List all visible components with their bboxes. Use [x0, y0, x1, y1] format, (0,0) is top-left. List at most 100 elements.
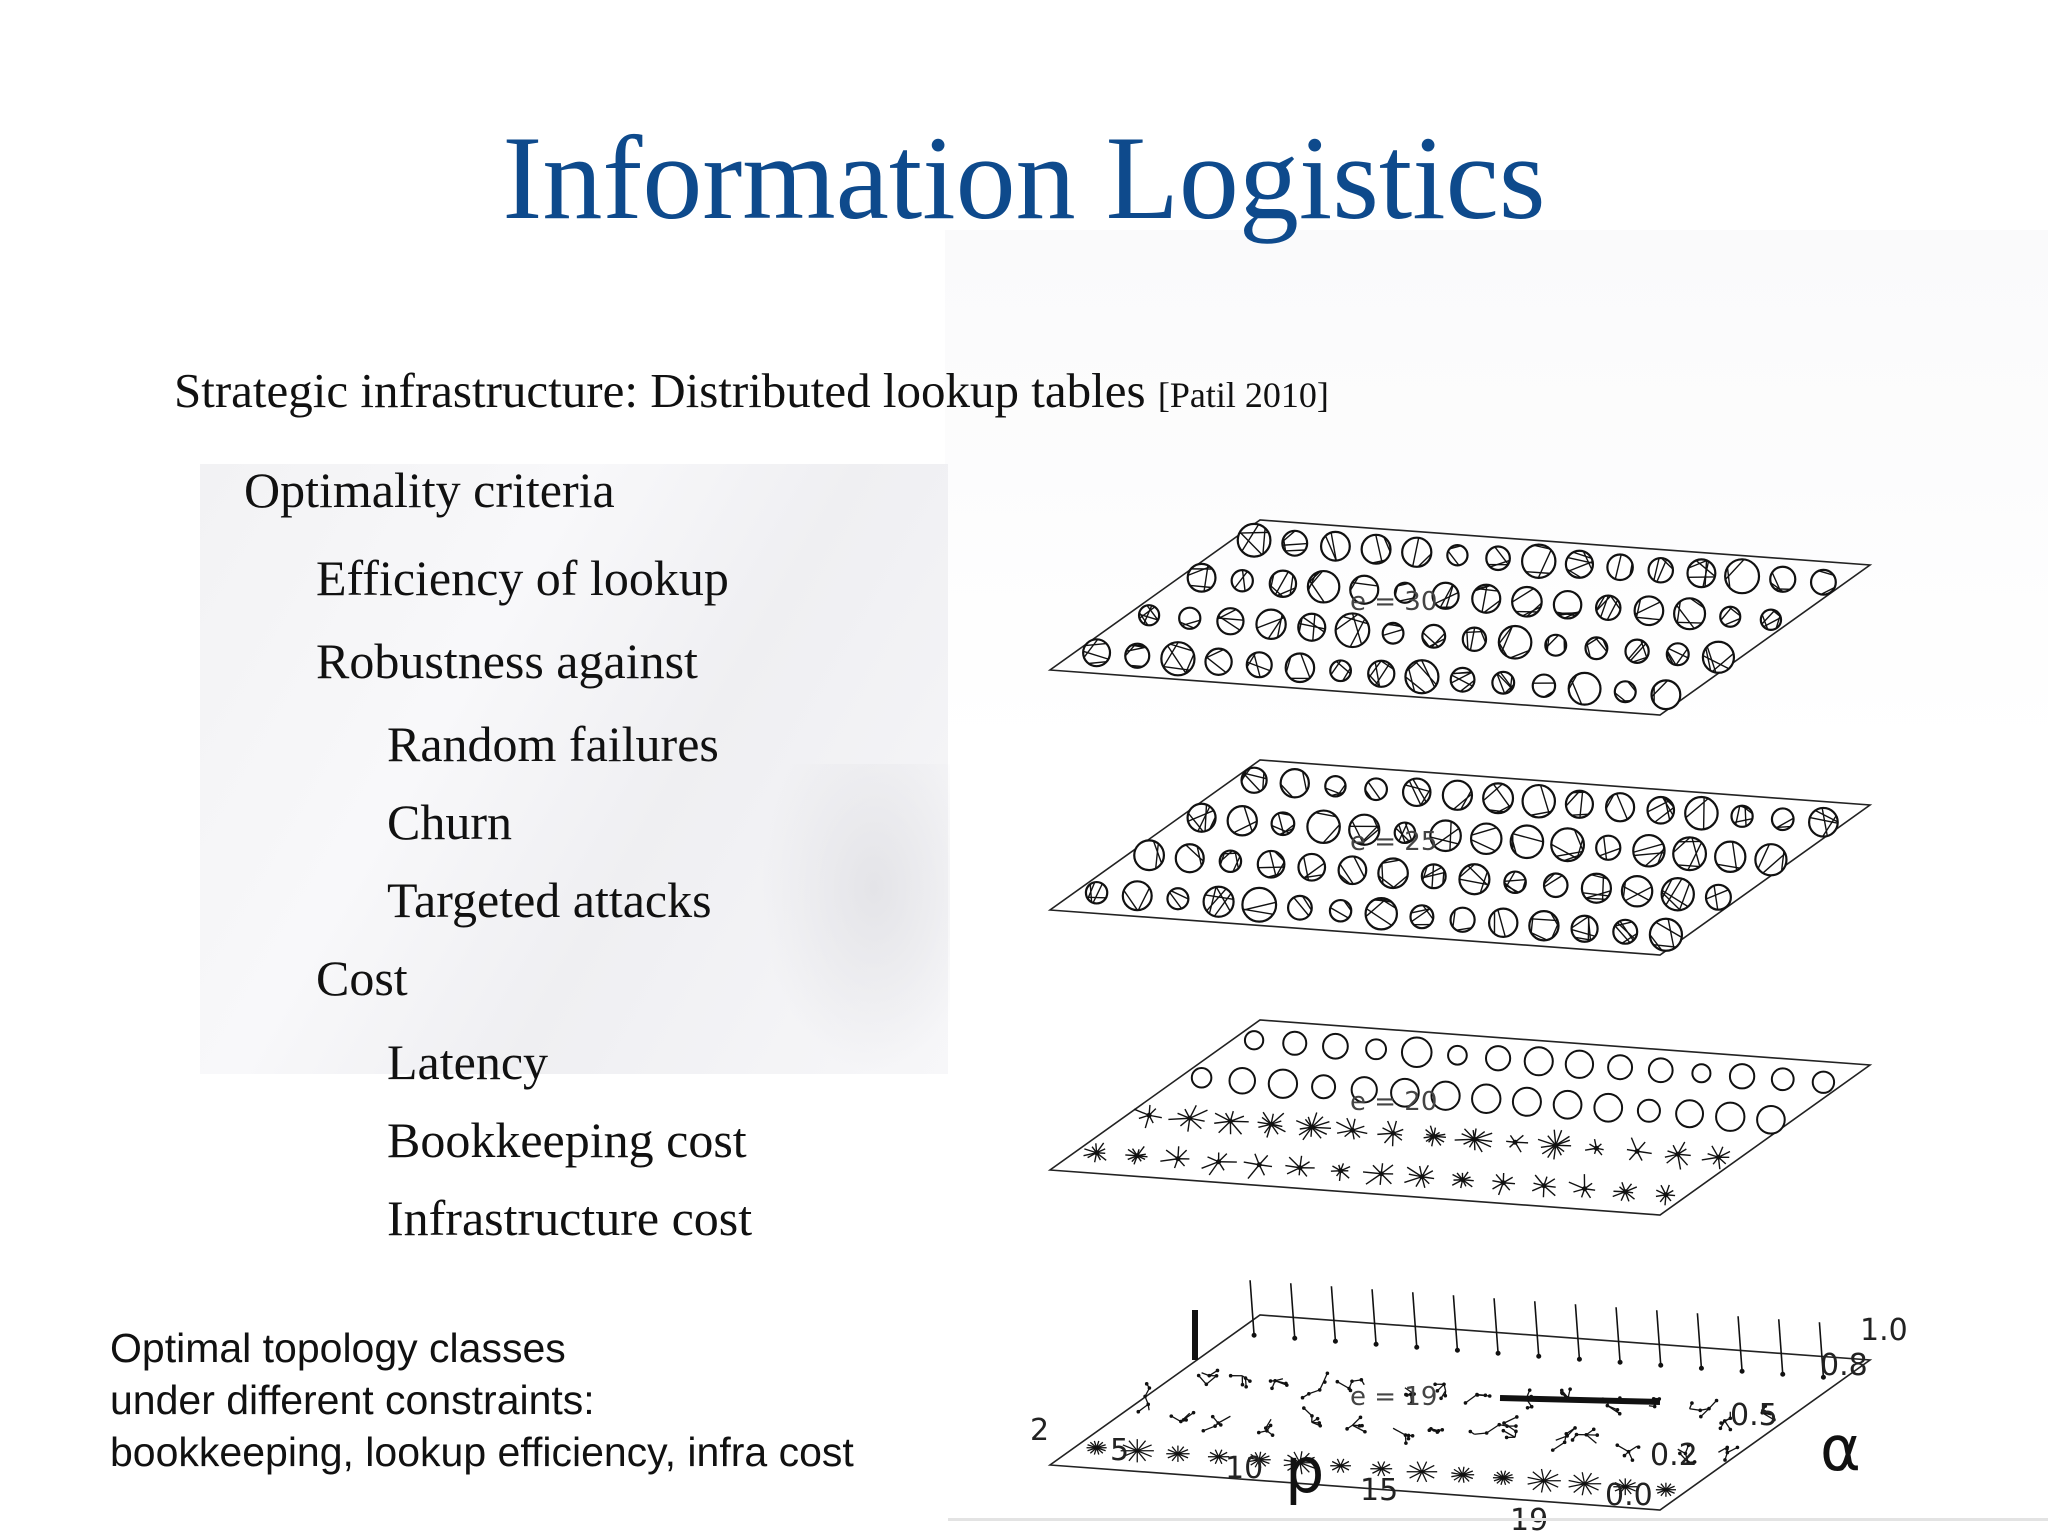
node-cluster — [1255, 608, 1287, 640]
node-cluster — [1714, 840, 1747, 873]
node-cluster — [1178, 606, 1202, 630]
node-cluster — [1704, 883, 1732, 911]
node-cluster — [1281, 529, 1309, 557]
node-cluster — [1216, 607, 1245, 636]
node-cluster — [1284, 652, 1316, 684]
node-cluster — [1441, 779, 1474, 811]
node-cluster — [1248, 1451, 1271, 1468]
node-cluster — [1335, 1378, 1365, 1393]
figure-caption: Optimal topology classes under different… — [110, 1322, 854, 1478]
caption-line-1: Optimal topology classes — [110, 1325, 566, 1371]
node-cluster — [1446, 544, 1469, 567]
node-cluster — [1528, 910, 1560, 942]
node-cluster — [1672, 836, 1708, 872]
node-cluster — [1168, 1104, 1208, 1132]
node-cluster — [1241, 886, 1278, 923]
node-cluster — [1607, 1054, 1634, 1081]
node-cluster — [1604, 792, 1636, 823]
node-cluster — [1594, 594, 1622, 622]
node-cluster — [1345, 1415, 1367, 1434]
node-cluster — [1527, 1468, 1561, 1493]
node-cluster — [1724, 558, 1761, 595]
node-cluster — [1655, 1184, 1676, 1206]
node-cluster — [1624, 638, 1650, 664]
node-cluster — [1660, 877, 1695, 912]
node-cluster — [1279, 768, 1310, 799]
node-cluster — [1186, 802, 1217, 833]
node-cluster — [1411, 1292, 1420, 1350]
layer-plane-4 — [1047, 1314, 1873, 1511]
node-cluster — [1328, 898, 1353, 923]
node-cluster — [1311, 1074, 1337, 1100]
node-cluster — [1166, 887, 1190, 911]
node-cluster — [1286, 894, 1313, 921]
node-cluster — [1633, 595, 1665, 627]
node-cluster — [1393, 821, 1417, 845]
node-cluster — [1297, 612, 1327, 642]
node-cluster — [1488, 907, 1519, 938]
node-cluster — [1550, 827, 1586, 863]
node-cluster — [1664, 1141, 1691, 1170]
node-cluster — [1125, 1146, 1148, 1165]
node-cluster — [1367, 659, 1396, 688]
node-cluster — [1493, 1298, 1501, 1356]
node-cluster — [1267, 1068, 1299, 1099]
node-cluster — [1447, 1044, 1468, 1066]
node-cluster — [1482, 782, 1515, 815]
node-cluster — [1256, 1418, 1275, 1437]
node-cluster — [1400, 1036, 1433, 1069]
node-cluster — [1120, 1439, 1154, 1463]
node-cluster — [1756, 1104, 1786, 1135]
node-cluster — [1615, 1307, 1623, 1365]
node-cluster — [1240, 766, 1268, 794]
bottom-rule — [948, 1518, 2048, 1521]
node-cluster — [1124, 642, 1151, 669]
node-cluster — [1362, 1163, 1394, 1185]
node-cluster — [1760, 1404, 1776, 1422]
node-cluster — [1160, 641, 1196, 677]
node-cluster — [1404, 659, 1440, 695]
node-cluster — [1769, 565, 1797, 593]
node-cluster — [1249, 1280, 1257, 1338]
node-cluster — [1243, 1030, 1265, 1051]
node-cluster — [1082, 638, 1112, 668]
node-cluster — [1552, 589, 1583, 620]
node-cluster — [1648, 917, 1684, 952]
node-cluster — [1257, 1111, 1286, 1138]
node-cluster — [1506, 1134, 1529, 1153]
node-cluster — [1673, 597, 1707, 631]
node-cluster — [1334, 612, 1371, 649]
node-cluster — [1430, 1080, 1461, 1111]
subtitle-text: Strategic infrastructure: Distributed lo… — [174, 363, 1146, 418]
node-cluster — [1337, 855, 1368, 886]
node-cluster — [1228, 1373, 1252, 1389]
node-cluster — [1665, 642, 1690, 667]
node-cluster — [1593, 1092, 1624, 1123]
node-cluster — [1449, 666, 1476, 693]
marker-bar — [1499, 1395, 1661, 1405]
node-cluster — [1620, 874, 1654, 908]
node-cluster — [1811, 1070, 1836, 1094]
node-cluster — [1461, 626, 1488, 652]
node-cluster — [1169, 1410, 1196, 1424]
node-cluster — [1718, 1445, 1740, 1462]
node-cluster — [1283, 1451, 1317, 1475]
node-cluster — [1580, 872, 1613, 904]
node-cluster — [1647, 1057, 1674, 1084]
node-cluster — [1319, 530, 1351, 562]
node-cluster — [1503, 870, 1527, 895]
node-cluster — [1686, 558, 1717, 589]
node-cluster — [1613, 1478, 1638, 1496]
node-cluster — [1427, 1426, 1445, 1434]
node-cluster — [1696, 1313, 1704, 1371]
node-cluster — [1531, 673, 1557, 699]
node-cluster — [1392, 1427, 1415, 1445]
node-cluster — [1137, 604, 1161, 627]
node-cluster — [1390, 1077, 1420, 1108]
node-cluster — [1612, 918, 1639, 945]
caption-line-2: under different constraints: — [110, 1377, 595, 1423]
node-cluster — [1324, 775, 1347, 798]
node-cluster — [1289, 1283, 1298, 1341]
layer-labels: e = 30e = 25e = 20e = 19 — [1350, 587, 1437, 1412]
